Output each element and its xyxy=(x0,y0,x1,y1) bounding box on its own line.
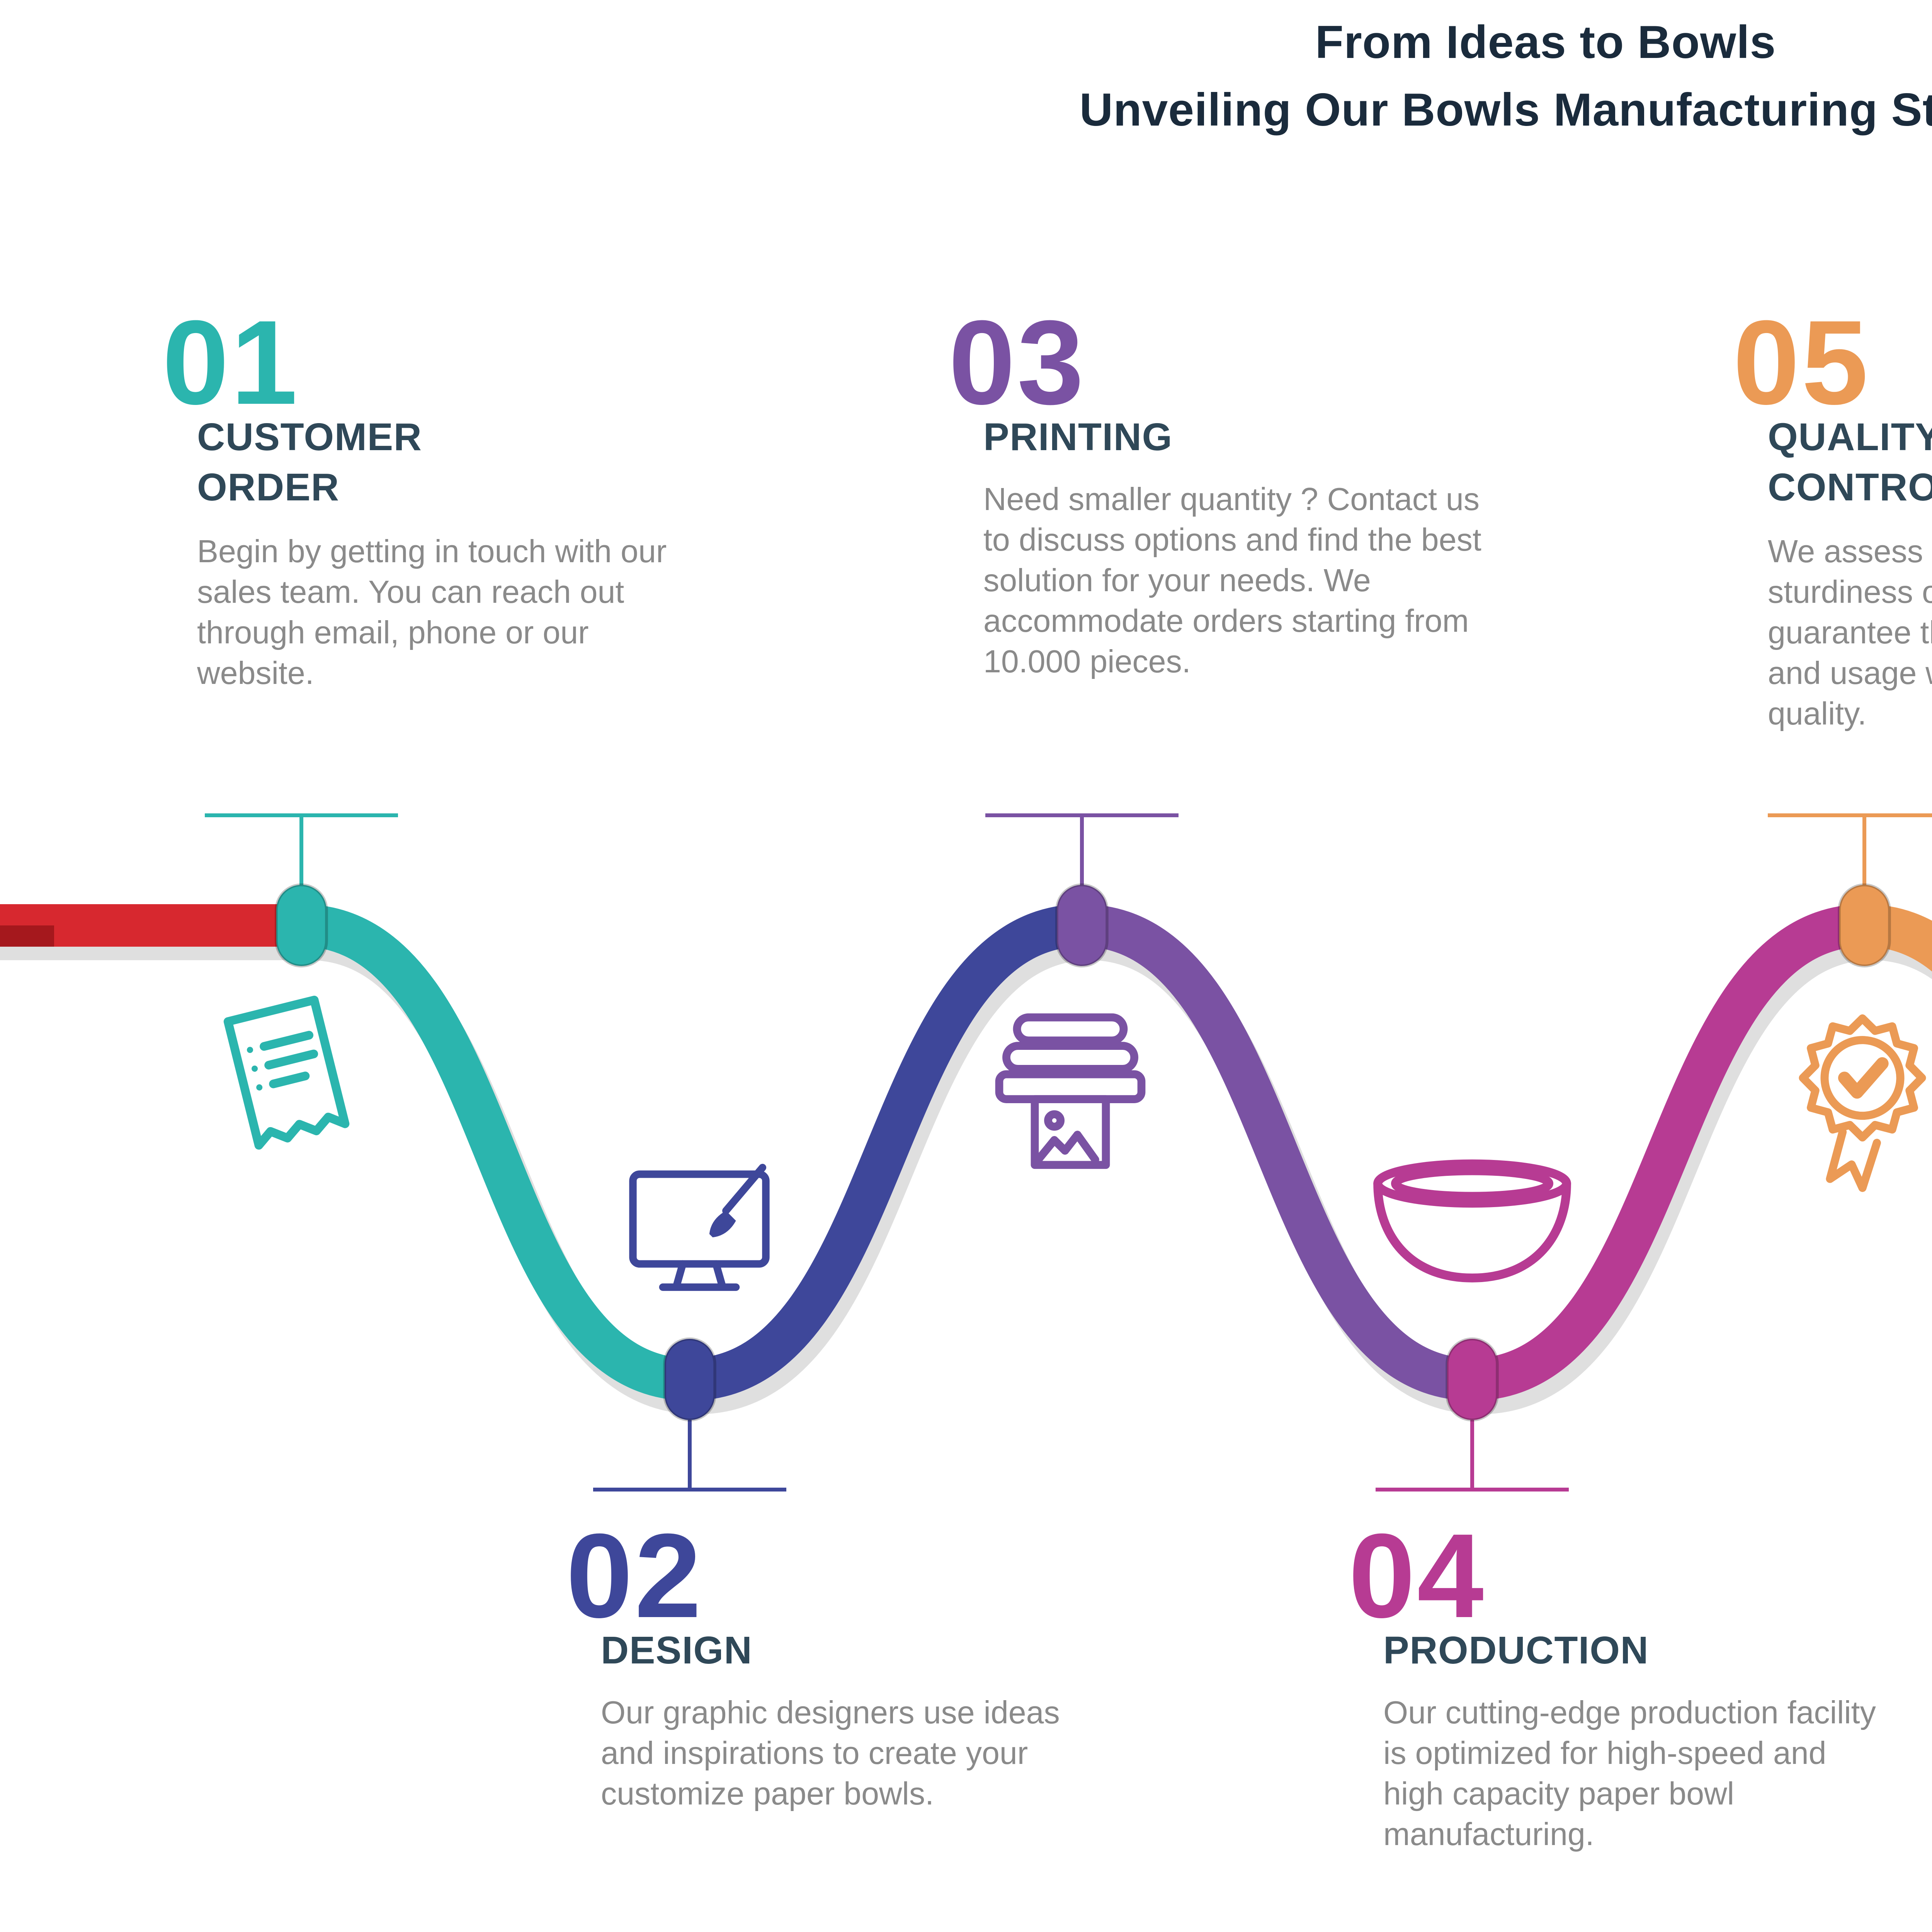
step-printing: 03 PRINTING Need smaller quantity ? Cont… xyxy=(949,298,1482,684)
step-description: Begin by getting in touch with our sales… xyxy=(197,534,667,691)
ribbon-segment-production xyxy=(1471,904,1865,1401)
ribbon-segment-printing xyxy=(1081,904,1473,1401)
step-number: 02 xyxy=(566,1511,703,1644)
step-description: Need smaller quantity ? Contact us to di… xyxy=(983,483,1481,681)
connector-step-04 xyxy=(1376,1420,1569,1492)
order-receipt-icon xyxy=(193,985,386,1186)
step-title: CUSTOMER ORDER xyxy=(197,417,422,511)
connector-step-01 xyxy=(205,813,398,887)
connector-step-05 xyxy=(1768,813,1932,887)
step-description: Our cutting-edge production facility is … xyxy=(1383,1697,1876,1854)
step-production: 04 PRODUCTION Our cutting-edge productio… xyxy=(1349,1511,1882,1857)
step-customer-order: 01 CUSTOMER ORDER Begin by getting in to… xyxy=(162,298,696,695)
connector-step-02 xyxy=(593,1420,786,1492)
step-number: 04 xyxy=(1349,1511,1486,1644)
printing-press-icon xyxy=(981,1001,1159,1194)
step-title: DESIGN xyxy=(601,1631,753,1673)
node-step-05 xyxy=(1838,883,1891,968)
title-line-2: Unveiling Our Bowls Manufacturing Story xyxy=(1079,84,1932,137)
node-step-02 xyxy=(663,1337,716,1422)
node-step-04 xyxy=(1446,1337,1499,1422)
step-number: 01 xyxy=(162,298,299,431)
step-quality-control: 05 QUALITY CONTROL TESTS We assess the s… xyxy=(1733,298,1932,735)
node-step-01 xyxy=(275,883,328,968)
ribbon-segment-design xyxy=(689,904,1083,1401)
step-title: QUALITY CONTROL TESTS xyxy=(1768,417,1932,511)
ribbon-segment-customer-order xyxy=(301,904,690,1401)
step-description: We assess the strenght and sturdiness of… xyxy=(1768,534,1932,731)
title-line-1: From Ideas to Bowls xyxy=(1315,17,1776,70)
quality-badge-icon xyxy=(1781,997,1932,1209)
design-monitor-icon xyxy=(614,1148,784,1314)
step-design: 02 DESIGN Our graphic designers use idea… xyxy=(566,1511,1099,1816)
step-title: PRINTING xyxy=(983,417,1173,460)
connector-step-03 xyxy=(985,813,1179,887)
step-number: 05 xyxy=(1733,298,1870,431)
step-number: 03 xyxy=(949,298,1086,431)
step-description: Our graphic designers use ideas and insp… xyxy=(601,1697,1060,1813)
step-title: PRODUCTION xyxy=(1383,1631,1649,1673)
ribbon-start-fold xyxy=(0,925,54,947)
node-step-03 xyxy=(1055,883,1109,968)
paper-bowl-icon xyxy=(1364,1155,1580,1298)
title-block: From Ideas to Bowls Unveiling Our Bowls … xyxy=(0,12,1932,146)
